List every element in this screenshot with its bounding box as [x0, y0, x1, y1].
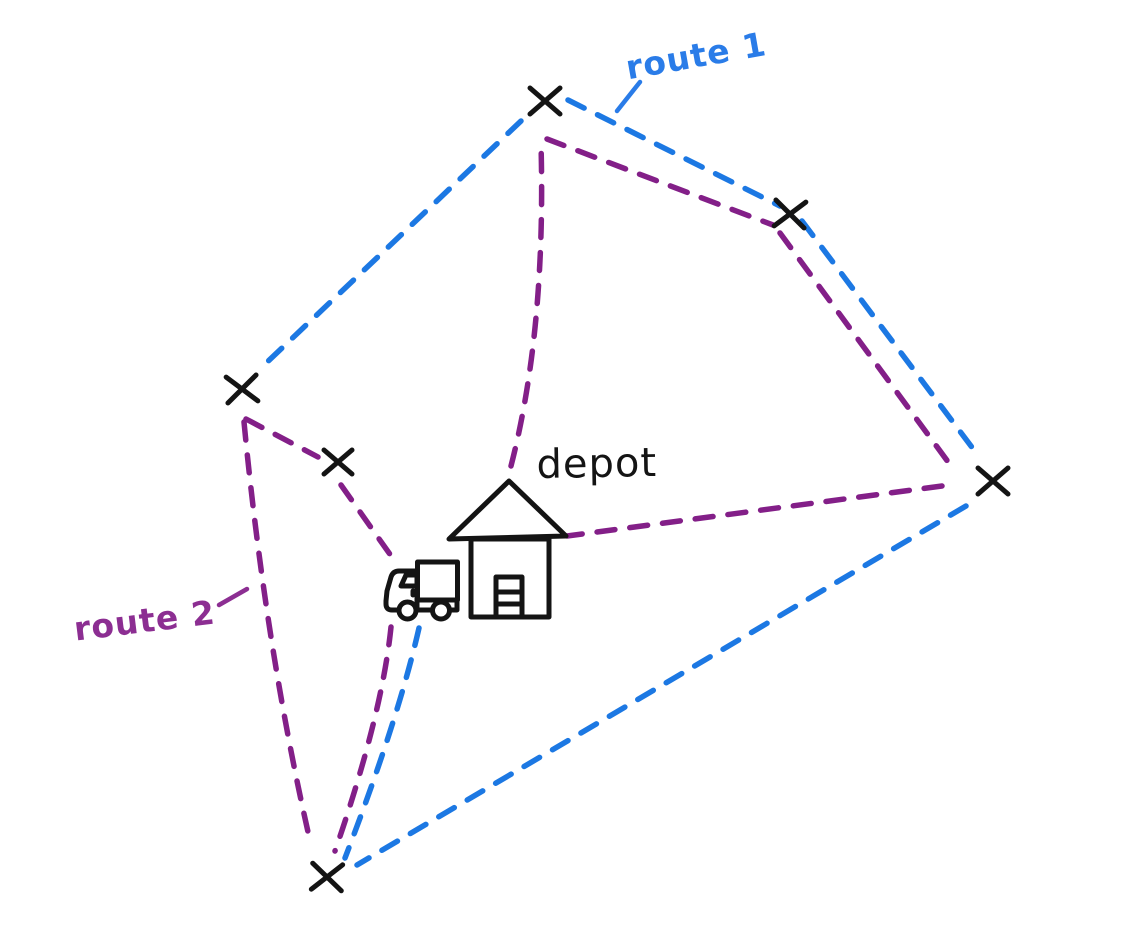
route2-seg-centerleft-to-depot [338, 482, 397, 563]
route-2-label-pointer [216, 586, 250, 608]
customer-x-marker-topright [771, 197, 809, 231]
route1-seg-top-to-left [259, 118, 524, 370]
route2-seg-depot-to-top [508, 141, 545, 469]
house-door [493, 574, 525, 620]
route2-seg-depot-to-bottom [332, 624, 394, 854]
depot-label: depot [536, 440, 657, 488]
route2-seg-top-to-topright [544, 136, 776, 228]
delivery-truck-icon [383, 559, 460, 622]
customer-x-marker-bottom [308, 860, 346, 894]
customer-markers [223, 85, 1011, 894]
route1-seg-top-to-topright [565, 97, 783, 209]
route1-seg-farright-to-bottom [354, 503, 969, 868]
route-1 [259, 97, 980, 868]
depot-house-icon [446, 478, 569, 620]
truck-wheel-front [396, 599, 419, 622]
route2-seg-left-to-centerleft [243, 416, 321, 460]
house-door-panels [493, 589, 525, 607]
route2-seg-left-to-bottom [241, 419, 314, 848]
house-roof [446, 478, 569, 542]
customer-x-marker-left [223, 372, 261, 406]
route1-seg-bottom-to-depot [342, 625, 422, 861]
route-2 [241, 136, 957, 854]
route2-seg-topright-to-farright [777, 230, 957, 473]
route-1-label: route 1 [623, 24, 770, 87]
annotations: route 1 route 2 depot [72, 24, 770, 648]
truck-wheel-rear [430, 599, 452, 622]
customer-x-marker-top [527, 85, 563, 117]
truck-cargo-box [415, 559, 460, 603]
route-2-label: route 2 [72, 593, 218, 649]
customer-x-marker-centerleft [321, 447, 355, 477]
customer-x-marker-farright [975, 465, 1011, 497]
route-1-label-pointer [614, 79, 643, 114]
route2-seg-farright-to-depot [564, 483, 945, 539]
truck-window [398, 572, 420, 589]
route1-seg-topright-to-farright [799, 218, 980, 457]
